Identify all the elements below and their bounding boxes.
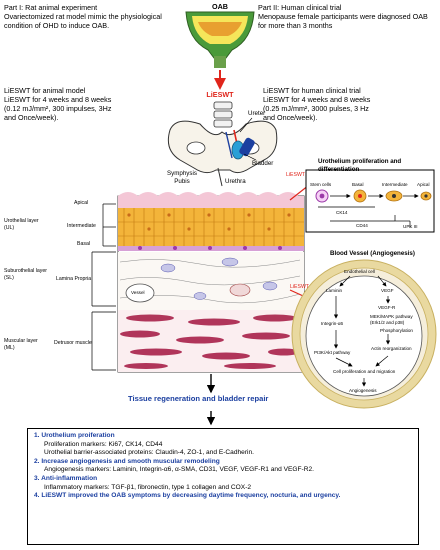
pubis-text: Pubis [174, 177, 190, 185]
apical-label: Apical [74, 200, 89, 206]
basal-label: Basal [77, 241, 90, 247]
bladder-label: Bladder [252, 160, 274, 167]
erk-label: (Erk1/2 and p38) [370, 320, 405, 325]
ck14-label: CK14 [336, 210, 348, 215]
animal-protocol-line1: LiESWT for animal model [4, 86, 86, 95]
mek-label: MEK/MAPK pathway [370, 314, 413, 319]
layer-brackets [91, 203, 116, 371]
summary-l2: Angiogenesis markers: Laminin, Integrin-… [44, 466, 315, 474]
animal-protocol: LiESWT for animal model LiESWT for 4 wee… [4, 86, 184, 122]
cellprolif-label: Cell proliferation and migration [333, 369, 396, 374]
part2-block: Part II: Human clinical trial Menopause … [258, 3, 433, 30]
part1-title: Part I: Rat animal experiment [4, 3, 98, 12]
cd44-label: CD44 [356, 223, 368, 228]
summary-l1a: Proliferation markers: Ki67, CK14, CD44 [44, 440, 163, 448]
summary-l3: Inflammatory markers: TGF-β1, fibronecti… [44, 483, 252, 491]
vessel-label: Vessel [131, 290, 145, 295]
vegf-label: VEGF [381, 288, 394, 293]
vegfr-label: VEGF-R [378, 305, 396, 310]
urothelium-lieswt: LiESWT [286, 172, 306, 178]
summary-h4: 4. LiESWT improved the OAB symptoms by d… [34, 492, 341, 500]
sl-text: (SL) [4, 274, 14, 281]
pelvis-illustration [167, 101, 278, 187]
part2-desc: Menopause female participants were diagn… [258, 12, 428, 30]
urothelial-label: Urothelial layer (UL) [4, 218, 39, 231]
laminin-label: Laminin [326, 288, 343, 293]
detrusor-label: Detrusor muscle [54, 340, 92, 346]
muscular-label: Muscular layer (ML) [4, 338, 38, 351]
oab-label: OAB [212, 2, 228, 11]
ul-text: (UL) [4, 224, 15, 231]
suburothelial-text: Suburothelial layer [4, 268, 47, 274]
summary-h2: 2. Increase angiogenesis and smooth musc… [34, 457, 220, 465]
endothelial-label: Endothelial cell [344, 269, 375, 274]
pi3k-label: PI3K/Akt pathway [314, 350, 351, 355]
bladder-illustration [185, 11, 255, 68]
phospho-label: Phosphorylation [380, 328, 413, 333]
animal-protocol-line3: (0.12 mJ/mm², 300 impulses, 3Hz [4, 104, 112, 113]
stem-cells-label: Stem cells [310, 182, 332, 187]
human-protocol-line3: (0.25 mJ/mm², 3000 pulses, 3 Hz [263, 104, 369, 113]
vessel-ring [291, 259, 437, 409]
summary-box: 1. Urothelium proiferation Proliferation… [27, 428, 419, 545]
animal-protocol-line2: LiESWT for 4 weeks and 8 weeks [4, 95, 112, 104]
human-protocol-line4: and Once/week). [263, 113, 318, 122]
urothelium-panel-title: Urothelium proliferation and differentia… [318, 158, 402, 173]
symphysis-text: Symphysis [167, 170, 197, 177]
urothelium-basal-label: Basal [352, 182, 364, 187]
summary-h1: 1. Urothelium proiferation [34, 432, 115, 439]
urothelium-intermediate-label: Intermediate [382, 182, 408, 187]
animal-protocol-line4: and Once/week). [4, 113, 59, 122]
vessel-panel-title: Blood Vessel (Angiogenesis) [330, 250, 415, 257]
urothelial-text: Urothelial layer [4, 218, 39, 224]
human-protocol: LiESWT for human clinical trial LiESWT f… [263, 86, 435, 122]
ml-text: (ML) [4, 344, 15, 351]
vessel-shape [125, 283, 155, 303]
lieswt-center-label: LiESWT [206, 90, 234, 99]
human-protocol-line1: LiESWT for human clinical trial [263, 86, 361, 95]
urothelium-panel-box [305, 169, 435, 233]
intermediate-label: Intermediate [67, 223, 96, 229]
urothelium-apical-label: Apical [417, 182, 430, 187]
repair-label: Tissue regeneration and bladder repair [128, 394, 269, 403]
upk-label: UPK III [403, 224, 418, 229]
vessel-lieswt: LiESWT [290, 284, 310, 290]
human-protocol-line2: LiESWT for 4 weeks and 8 weeks [263, 95, 371, 104]
urothelium-cells [315, 189, 432, 203]
part1-desc: Ovariectomized rat model mimic the physi… [4, 12, 162, 30]
summary-h3: 3. Anti-inflammation [34, 474, 98, 482]
tissue-block [117, 192, 305, 373]
summary-l1b: Urothelial barrier-associated proteins: … [44, 449, 254, 457]
actin-label: Actin reorganization [371, 346, 412, 351]
symphysis-label: Symphysis Pubis [160, 170, 204, 185]
lamina-label: Lamina Propria [56, 276, 92, 282]
urethra-label: Urethra [225, 178, 246, 185]
part1-block: Part I: Rat animal experiment Ovariectom… [4, 3, 174, 30]
suburothelial-label: Suburothelial layer (SL) [4, 268, 47, 281]
muscular-text: Muscular layer [4, 338, 38, 344]
angio-label: Angiogenesis [349, 388, 377, 393]
integrin-label: Integrin-α6 [321, 321, 344, 326]
ureter-label: Ureter [248, 110, 266, 117]
part2-title: Part II: Human clinical trial [258, 3, 342, 12]
